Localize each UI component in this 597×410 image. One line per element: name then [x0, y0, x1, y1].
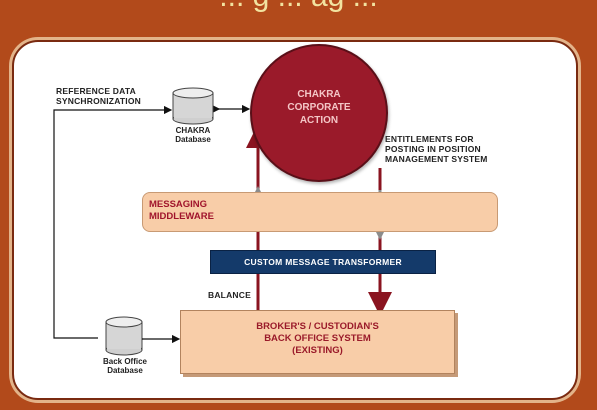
chakra-corporate-action-node: CHAKRA CORPORATE ACTION — [250, 44, 388, 182]
chakra-corporate-action-label: CHAKRA CORPORATE ACTION — [287, 89, 351, 126]
reference-data-label: REFERENCE DATA SYNCHRONIZATION — [56, 86, 142, 106]
diagram-title: ... g ... ag ... — [0, 0, 597, 14]
entitlements-label: ENTITLEMENTS FOR POSTING IN POSITION MAN… — [385, 134, 488, 164]
back-office-database-icon — [105, 316, 143, 356]
chakra-database-caption: CHAKRA Database — [175, 126, 211, 144]
messaging-middleware-label: MESSAGING MIDDLEWARE — [149, 199, 214, 222]
custom-message-transformer-node: CUSTOM MESSAGE TRANSFORMER — [210, 250, 436, 274]
balance-label: BALANCE — [208, 290, 251, 300]
back-office-database-caption: Back Office Database — [102, 357, 148, 375]
messaging-middleware-node: MESSAGING MIDDLEWARE — [142, 192, 498, 232]
custom-message-transformer-label: CUSTOM MESSAGE TRANSFORMER — [244, 257, 402, 267]
back-office-system-label: BROKER'S / CUSTODIAN'S BACK OFFICE SYSTE… — [256, 321, 379, 356]
chakra-database-icon — [172, 87, 214, 125]
back-office-system-node: BROKER'S / CUSTODIAN'S BACK OFFICE SYSTE… — [180, 310, 455, 374]
reference-sync-line — [53, 109, 110, 339]
